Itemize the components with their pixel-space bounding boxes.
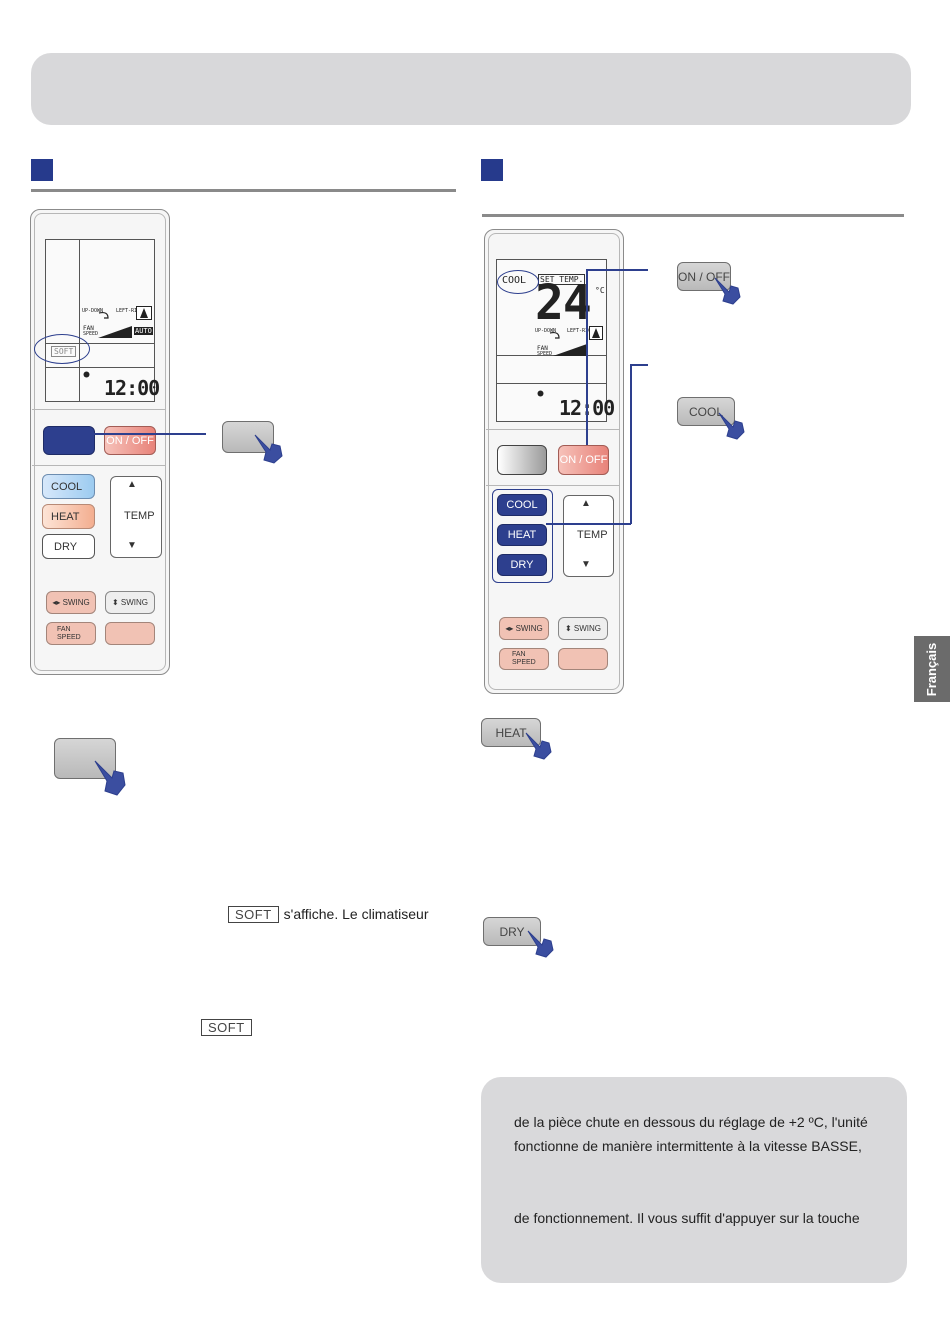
right-swing-h-button[interactable]: ◂▸ SWING [499,617,549,640]
clock-icon [537,390,544,397]
cool-callout-line-v [630,364,632,524]
lcd-leftright-label: LEFT-RIGHT [116,308,147,314]
right-swing-v-button[interactable]: ⬍ SWING [558,617,608,640]
page-header-bar [31,53,911,125]
callout-dry-button: DRY [483,917,541,946]
soft-display-line: SOFT s'affiche. Le climatiseur [228,905,428,923]
right-remote-blank-button[interactable] [497,445,547,475]
note-line-3: de fonctionnement. Il vous suffit d'appu… [514,1210,860,1226]
note-box: de la pièce chute en dessous du réglage … [481,1077,907,1283]
left-heat-button[interactable]: HEAT [42,504,95,529]
temp-up-icon[interactable]: ▲ [127,479,137,490]
louver-updown-icon [549,331,560,339]
lcd-speed-label: SPEED [83,331,99,337]
left-temp-label: TEMP [124,510,155,522]
callout-heat-button: HEAT [481,718,541,747]
right-temp-rocker[interactable]: ▲ TEMP ▼ [563,495,614,577]
lcd-updown-label: UP-DOWN [535,328,557,334]
left-temp-rocker[interactable]: ▲ TEMP ▼ [110,476,162,558]
left-on-off-button[interactable]: ON / OFF [104,426,156,455]
note-line-2: fonctionne de manière intermittente à la… [514,1138,862,1154]
lcd-speed-label: SPEED [537,351,553,357]
cool-highlight-ring [497,270,539,294]
left-blank-button[interactable] [105,622,155,645]
fan-speed-bars-icon [553,344,587,356]
soft-tag-2: SOFT [201,1019,252,1036]
soft-tag: SOFT [228,905,279,923]
swing-h-icon: ◂▸ [505,624,516,633]
language-tab-label: Français [924,642,940,696]
left-swing-h-button[interactable]: ◂▸ SWING [46,591,96,614]
lcd-leftright-label: LEFT-RIGHT [567,328,598,334]
callout-cool-button: COOL [677,397,735,426]
onoff-callout-line-h [586,269,648,271]
mode-group-highlight [492,489,553,583]
soft-line-text: s'affiche. Le climatiseur [283,906,429,922]
right-temp-label: TEMP [577,529,608,541]
swing-h-icon: ◂▸ [52,598,63,607]
louver-fan-icon [136,306,152,320]
left-callout-line [94,433,206,435]
lcd-auto-badge: AUTO [134,327,153,335]
louver-updown-icon [98,311,109,319]
lcd-updown-label: UP-DOWN [82,308,104,314]
note-line-1: de la pièce chute en dessous du réglage … [514,1114,868,1130]
section-marker-left [31,159,53,181]
onoff-callout-line-v [586,269,588,445]
right-cool-button[interactable]: COOL [497,494,547,516]
lcd-fan-label: FAN [83,325,94,332]
louver-fan-icon [589,326,603,340]
lcd-fan-label: FAN [537,345,548,352]
right-on-off-button[interactable]: ON / OFF [558,445,609,475]
left-remote-lcd: UP-DOWN LEFT-RIGHT FAN SPEED AUTO SOFT 1… [45,239,160,402]
pointing-hand-icon [718,412,745,440]
right-heat-button[interactable]: HEAT [497,524,547,546]
soft-highlight-ring [34,334,90,364]
left-remote-highlight-button[interactable] [43,426,95,455]
cool-callout-line-h [630,364,648,366]
right-blank-button-2[interactable] [558,648,608,670]
clock-icon [83,371,90,378]
swing-v-icon: ⬍ [564,624,574,633]
left-dry-button[interactable]: DRY [42,534,95,559]
pointing-hand-icon [525,732,552,760]
pointing-hand-icon [527,930,554,958]
pointing-hand-icon [254,434,283,464]
right-dry-button[interactable]: DRY [497,554,547,576]
temp-down-icon[interactable]: ▼ [127,540,137,551]
pointing-hand-icon [714,277,741,305]
language-tab: Français [914,636,950,702]
fan-speed-bars-icon [98,326,132,338]
section-rule-left [31,189,456,192]
pointing-hand-icon [94,760,126,796]
left-swing-v-button[interactable]: ⬍ SWING [105,591,155,614]
swing-v-icon: ⬍ [111,598,121,607]
section-rule-right [482,214,904,217]
lcd-unit: °C [595,286,605,295]
right-remote-inner [488,233,620,690]
cool-callout-line-h2 [546,523,631,525]
left-remote-inner [34,213,166,671]
left-cool-button[interactable]: COOL [42,474,95,499]
temp-up-icon[interactable]: ▲ [581,498,591,509]
section-marker-right [481,159,503,181]
lcd-temperature: 24 [535,275,592,331]
temp-down-icon[interactable]: ▼ [581,559,591,570]
lcd-clock: 12:00 [104,376,160,400]
